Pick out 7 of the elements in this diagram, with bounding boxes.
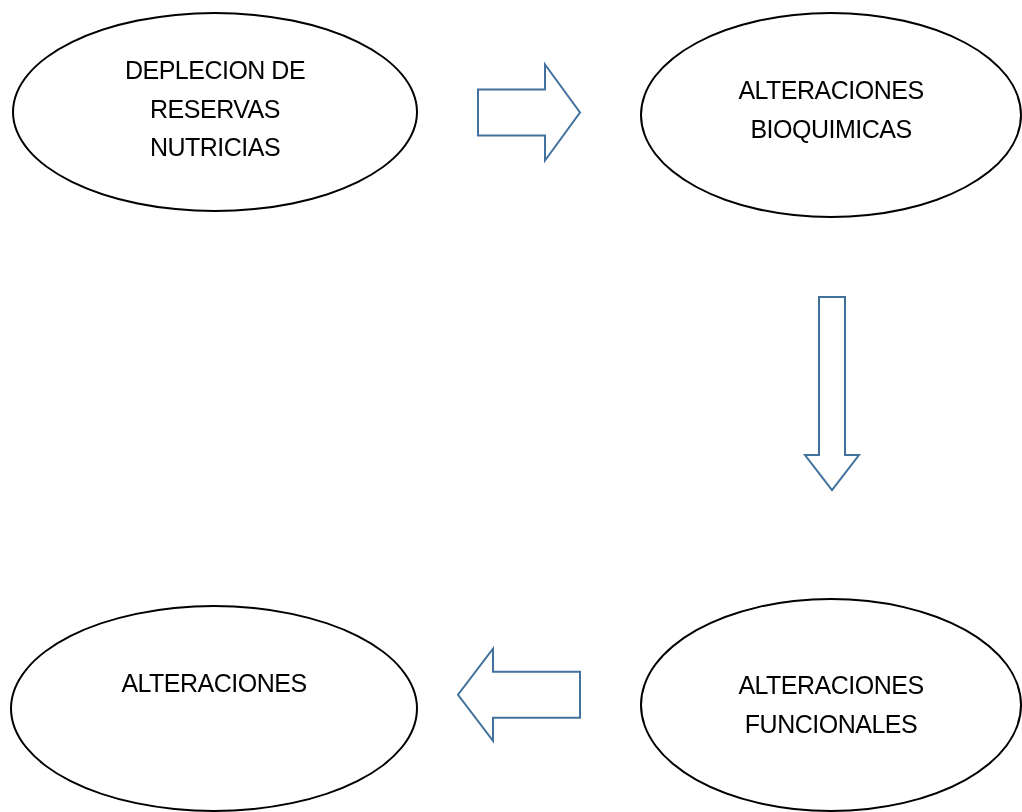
node-label: ALTERACIONES BIOQUIMICAS [737, 75, 925, 145]
block-arrow [802, 296, 862, 492]
block-arrow [477, 61, 582, 164]
node-label: ALTERACIONES FUNCIONALES [737, 670, 925, 740]
node-label: DEPLECION DE RESERVAS NUTRICIAS [123, 54, 307, 164]
block-arrow [456, 645, 581, 744]
node-label: ALTERACIONES [121, 668, 307, 700]
